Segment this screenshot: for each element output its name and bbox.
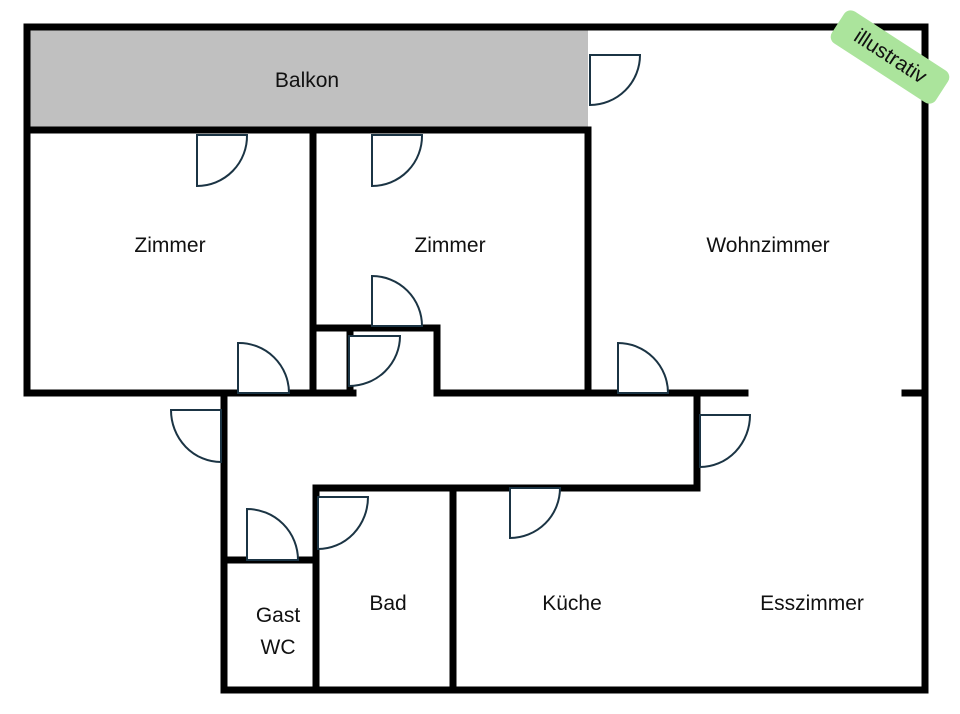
door-wohnzimmer-hall <box>617 341 670 394</box>
door-balkon-wohnzimmer <box>589 54 642 107</box>
label-gast: Gast <box>256 604 301 627</box>
door-zimmer2-hall <box>371 274 424 327</box>
door-entrance <box>169 409 222 464</box>
door-zimmer2-balkon <box>371 134 424 188</box>
door-bad <box>317 496 370 551</box>
door-closet <box>348 335 402 388</box>
label-zimmer-2: Zimmer <box>414 234 485 257</box>
door-esszimmer-hall <box>699 414 752 469</box>
label-esszimmer: Esszimmer <box>760 592 864 615</box>
label-wc: WC <box>261 636 296 659</box>
door-kueche <box>509 487 562 540</box>
walls <box>23 23 929 694</box>
label-zimmer-1: Zimmer <box>134 234 205 257</box>
label-wohnzimmer: Wohnzimmer <box>706 234 829 257</box>
label-kueche: Küche <box>542 592 602 615</box>
label-bad: Bad <box>369 592 406 615</box>
label-balkon: Balkon <box>275 69 339 92</box>
door-zimmer1-hall <box>237 341 291 394</box>
door-gast-wc <box>246 507 300 561</box>
doors <box>169 54 752 561</box>
door-zimmer1-balkon <box>196 134 249 188</box>
balkon-area <box>27 27 588 130</box>
